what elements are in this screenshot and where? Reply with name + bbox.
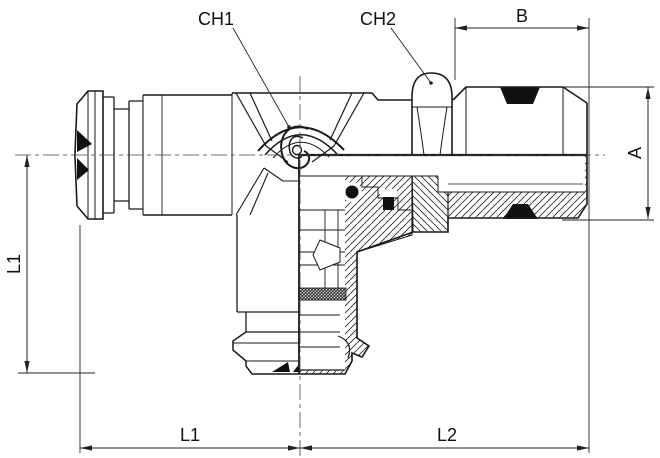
dim-label-l1-bottom: L1 (180, 425, 200, 445)
bottom-ring-mark (293, 364, 299, 372)
right-branch (411, 72, 588, 156)
oring-cross-hatch-band (298, 287, 347, 301)
dimension-annotations (18, 18, 654, 453)
thread-seal-bottom (503, 204, 538, 219)
left-branch (74, 90, 232, 220)
square-seal (383, 197, 394, 210)
ch2-nut-outline (411, 72, 453, 155)
dim-label-ch1: CH1 (198, 9, 234, 29)
dim-label-a: A (625, 147, 645, 159)
seals (345, 87, 540, 219)
collet-wedge (312, 239, 341, 271)
dimension-labels: CH1 CH2 B A L1 L1 L2 (4, 6, 645, 445)
bottom-leg-external (232, 215, 299, 375)
dim-label-l1-side: L1 (4, 254, 24, 274)
bore-outlines (299, 175, 585, 211)
leader-ch1 (232, 27, 290, 128)
release-ring-mark (77, 158, 89, 180)
centerlines (15, 76, 605, 456)
dim-label-l2: L2 (437, 425, 457, 445)
collet-claw-arc (337, 335, 351, 359)
dim-label-b: B (516, 6, 528, 26)
release-ring-mark (77, 130, 92, 152)
bottom-ring-mark (272, 362, 290, 372)
hex-arch-inner (272, 141, 330, 159)
dim-label-ch2: CH2 (360, 9, 396, 29)
hex-arch-mid (264, 134, 338, 156)
oring-seal (345, 185, 359, 199)
dimension-arrows (24, 25, 651, 451)
claw-center (291, 144, 303, 156)
claw-spiral-outer (280, 125, 311, 170)
bores (299, 156, 585, 370)
leader-ch2-dot (429, 81, 433, 85)
leader-ch1-dot (287, 125, 291, 129)
section-outlines (299, 103, 588, 375)
leg-internals (298, 209, 351, 371)
thread-seal-top (500, 87, 540, 104)
leader-ch2 (390, 27, 432, 84)
